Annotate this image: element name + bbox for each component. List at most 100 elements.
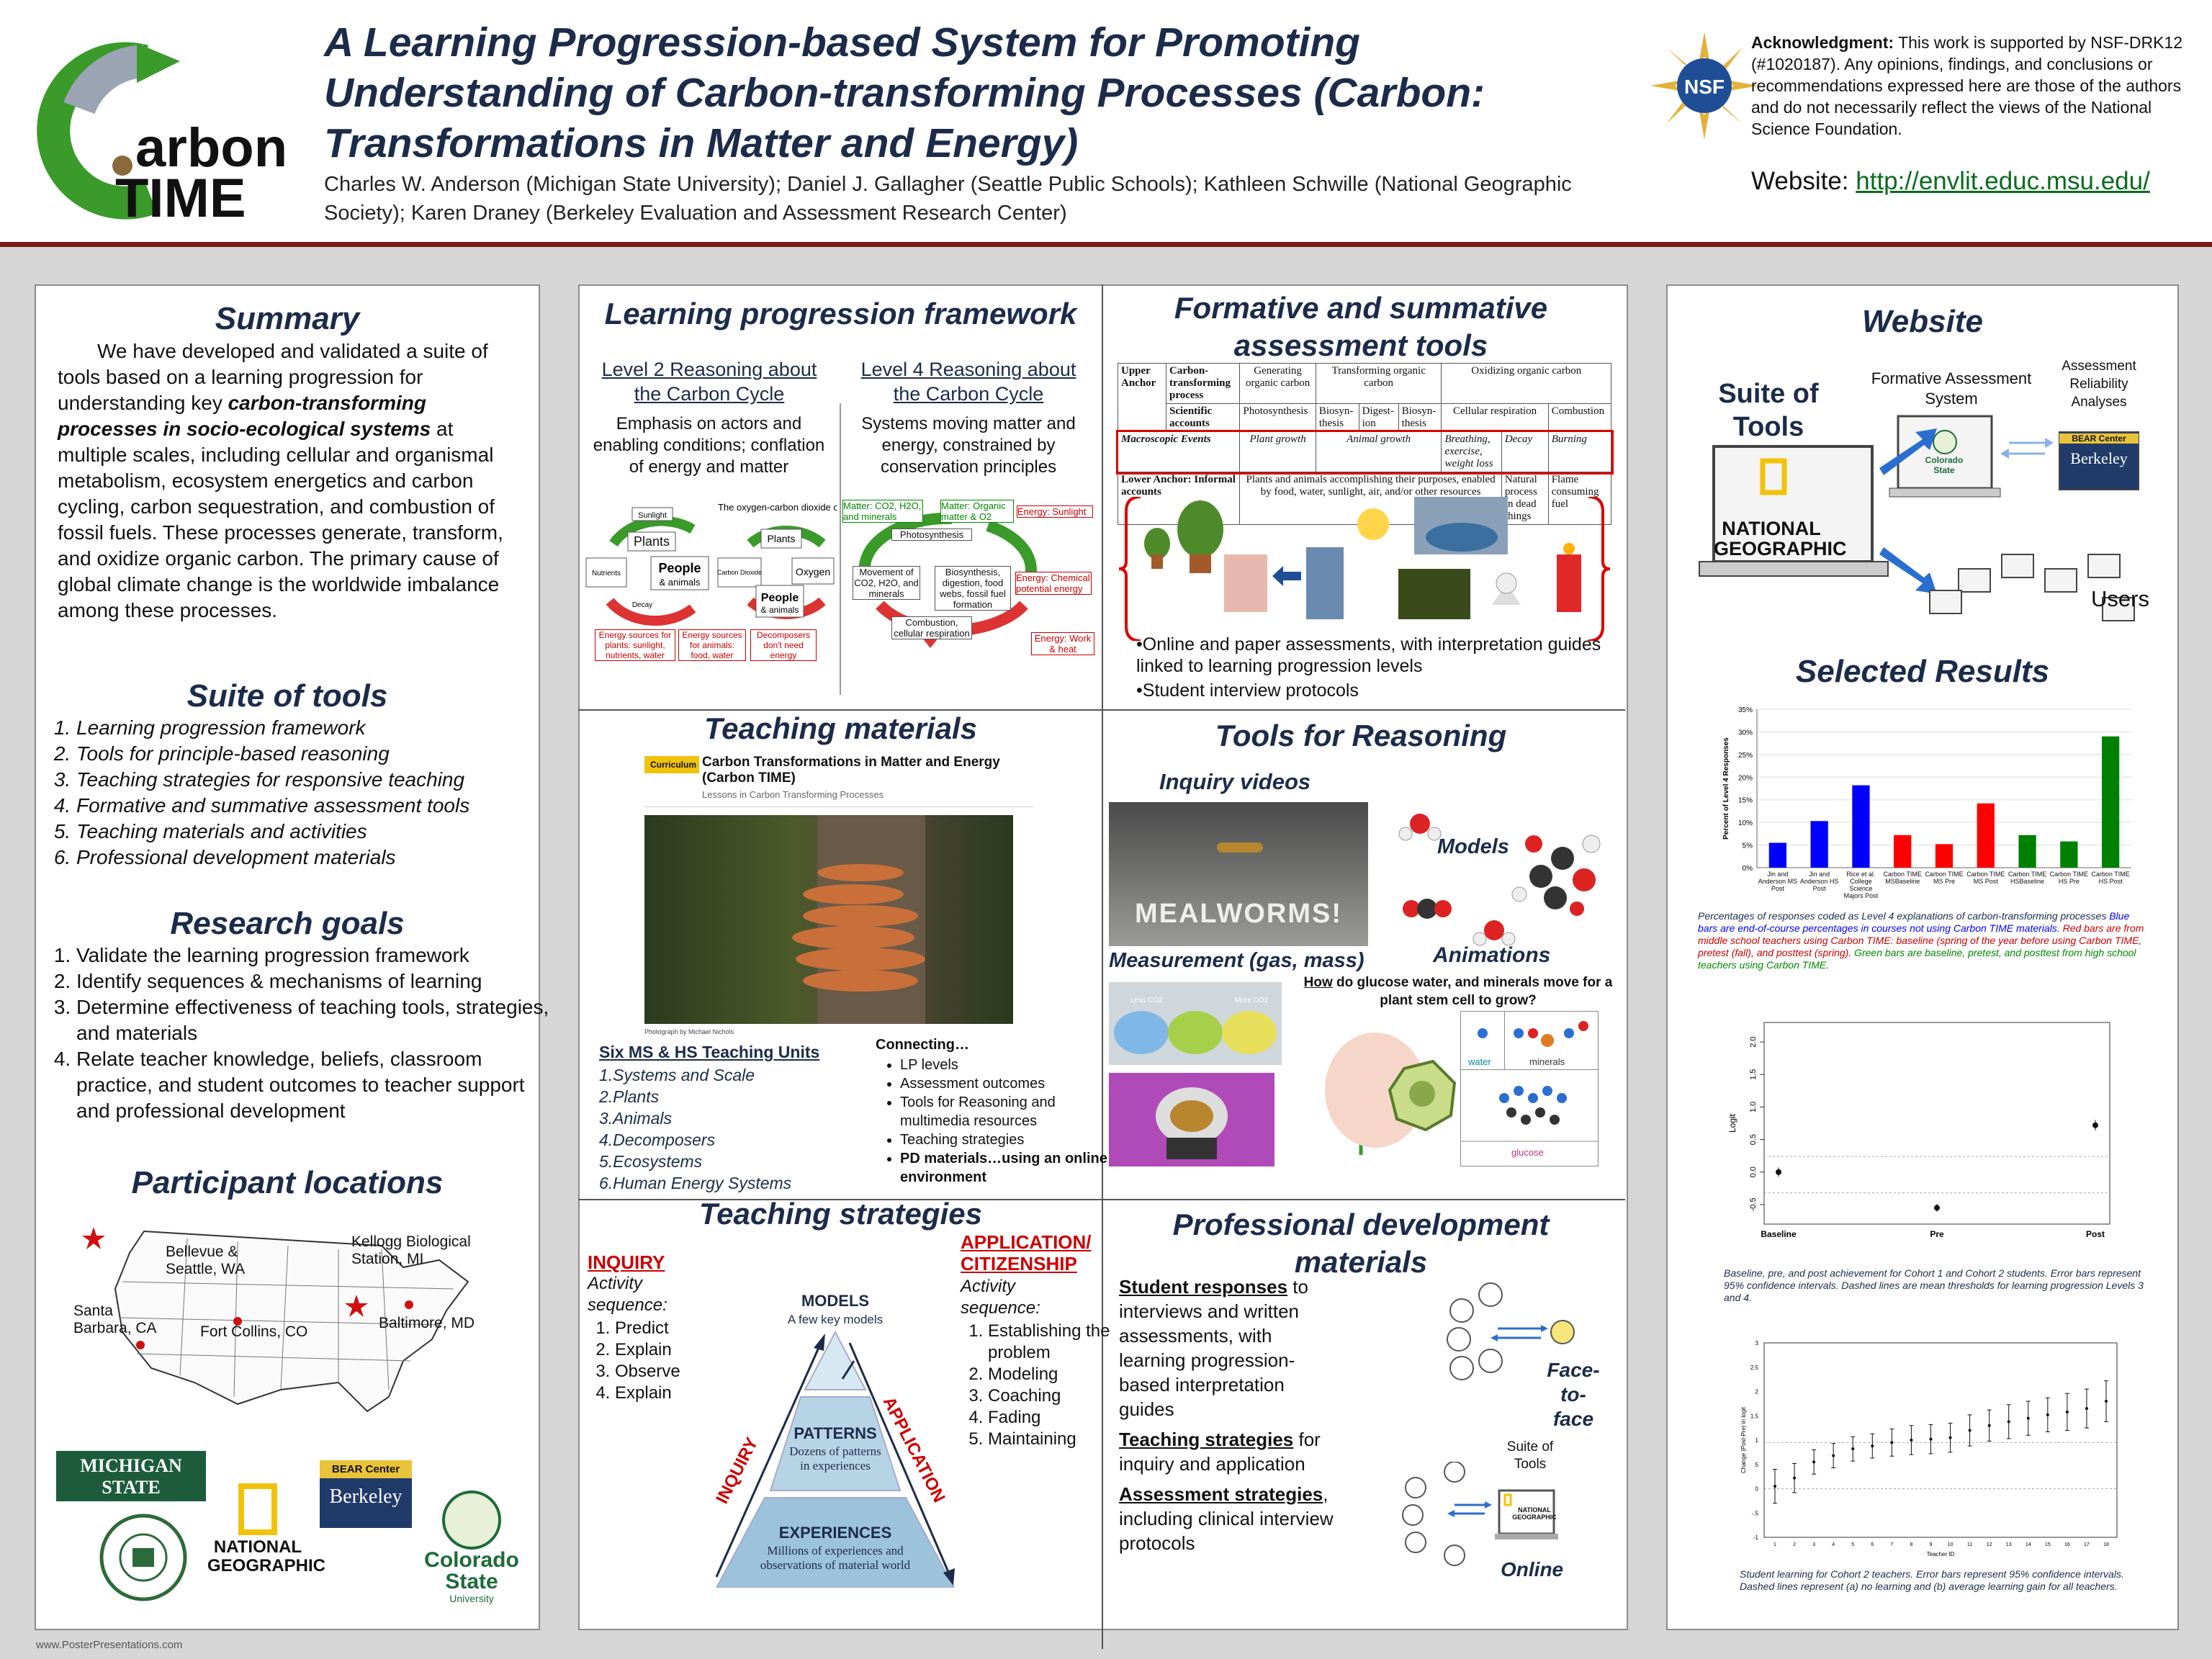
logo-text-carbon: arbon bbox=[135, 117, 288, 179]
teacher-point bbox=[1793, 1476, 1797, 1480]
logo-text-time: TIME bbox=[115, 168, 246, 229]
bar-category-label-box: Carbon TIME MSBaseline bbox=[1884, 871, 1922, 885]
pd-natgeo-line-2: GEOGRAPHIC bbox=[1512, 1514, 1557, 1521]
minerals-panel bbox=[1504, 1012, 1598, 1070]
teacher-point bbox=[2026, 1416, 2030, 1420]
bar bbox=[1977, 803, 1995, 868]
csu-logo: Colorado State University bbox=[418, 1491, 526, 1604]
pyramid-models-title: MODELS bbox=[801, 1292, 869, 1310]
knowledge-pyramid: MODELS A few key models PATTERNS Dozens … bbox=[684, 1282, 986, 1588]
bar-category-label-box: Carbon TIME HS Post bbox=[2091, 871, 2129, 885]
molecule-panel: water minerals glucose bbox=[1460, 1011, 1599, 1166]
teacher-point bbox=[1929, 1437, 1933, 1441]
bar-y-tick: 15% bbox=[1738, 797, 1753, 805]
teacher-point bbox=[1948, 1436, 1952, 1439]
teacher-x-tick: 5 bbox=[1851, 1542, 1854, 1547]
mealworm-video-thumb[interactable]: MEALWORMS! bbox=[1109, 802, 1368, 946]
logit-x-tick: Baseline bbox=[1761, 1229, 1797, 1239]
bar bbox=[1894, 835, 1912, 868]
d2-node: Decay bbox=[632, 601, 652, 609]
csu-line-3: University bbox=[449, 1593, 494, 1604]
us-map-graphic bbox=[82, 1227, 469, 1413]
bar-chart-svg: 0%5%10%15%20%25%30%35%Percent of Level 4… bbox=[1722, 706, 2131, 899]
bar-category-label-box: Carbon TIME MS Post bbox=[1966, 871, 2005, 885]
d2b-node: Oxygen bbox=[796, 566, 830, 577]
d2b-title: The oxygen-carbon dioxide cycle bbox=[718, 502, 837, 513]
units-list: 1.Systems and Scale 2.Plants 3.Animals 4… bbox=[599, 1064, 791, 1194]
bar-y-tick: 30% bbox=[1738, 729, 1753, 737]
msu-logo-line-1: MICHIGAN STATE bbox=[80, 1455, 182, 1498]
d4-box-matter-out: Matter: Organic matter & O2 bbox=[940, 500, 1014, 523]
unit-item: 3.Animals bbox=[599, 1109, 672, 1128]
teacher-x-tick: 14 bbox=[2026, 1542, 2031, 1547]
molecule-panel-graphic bbox=[1461, 1021, 1598, 1142]
bar bbox=[1768, 842, 1787, 868]
d2-box-1: Energy sources for plants: sunlight, nut… bbox=[595, 629, 675, 661]
teacher-point bbox=[1773, 1485, 1776, 1488]
star-icon bbox=[82, 1227, 105, 1249]
teacher-point bbox=[1968, 1429, 1972, 1432]
teacher-y-tick: .5 bbox=[1753, 1462, 1758, 1468]
plant-cell-animation[interactable] bbox=[1318, 1011, 1462, 1162]
header-divider bbox=[0, 242, 2212, 247]
unit-item: 4.Decomposers bbox=[599, 1130, 716, 1149]
d2-node: People bbox=[658, 561, 701, 575]
curriculum-subtitle: Lessons in Carbon Transforming Processes bbox=[702, 789, 884, 800]
loc-fort-collins: Fort Collins, CO bbox=[200, 1323, 308, 1340]
row-divider-1 bbox=[578, 709, 1625, 711]
pyramid-models-sub: A few key models bbox=[788, 1313, 883, 1326]
teacher-x-tick: 6 bbox=[1871, 1542, 1874, 1547]
teacher-point bbox=[1851, 1447, 1855, 1451]
website-link[interactable]: http://envlit.educ.msu.edu/ bbox=[1856, 167, 2150, 195]
prof-dev-list: Student responses to interviews and writ… bbox=[1119, 1274, 1342, 1555]
suite-item: Teaching materials and activities bbox=[76, 819, 552, 845]
teacher-point bbox=[1812, 1460, 1816, 1464]
website-bear-line-1: BEAR Center bbox=[2059, 433, 2139, 444]
teacher-point bbox=[1832, 1454, 1835, 1457]
inquiry-step: Explain bbox=[615, 1382, 680, 1404]
teacher-y-tick: -1 bbox=[1753, 1534, 1759, 1541]
teaching-materials-heading: Teaching materials bbox=[704, 711, 977, 745]
suite-item: Teaching strategies for responsive teach… bbox=[76, 767, 552, 793]
d2-node: Plants bbox=[634, 534, 670, 549]
csu-line-2: State bbox=[445, 1570, 498, 1593]
unit-item: 2.Plants bbox=[599, 1087, 660, 1106]
lp-heading: Learning progression framework bbox=[604, 297, 1077, 331]
website-bear-text: BEAR Center Berkeley bbox=[2059, 433, 2139, 468]
application-subtitle: Activity sequence: bbox=[961, 1277, 1040, 1318]
poster-title: A Learning Progression-based System for … bbox=[324, 19, 1485, 166]
loc-baltimore: Baltimore, MD bbox=[379, 1315, 475, 1331]
table-macro-cell: Breathing, exercise, weight loss bbox=[1441, 431, 1502, 472]
dish-label: More CO2 bbox=[1235, 997, 1269, 1004]
teacher-y-tick: 1 bbox=[1755, 1437, 1759, 1444]
website-natgeo-line-2: GEOGRAPHIC bbox=[1714, 538, 1847, 559]
bar bbox=[2060, 841, 2078, 868]
teacher-x-tick: 12 bbox=[1987, 1542, 1992, 1547]
connecting-heading: Connecting… bbox=[876, 1037, 969, 1053]
teacher-x-tick: 17 bbox=[2084, 1542, 2090, 1547]
location-dot bbox=[405, 1300, 413, 1309]
website-bear-line-2: Berkeley bbox=[2070, 449, 2128, 467]
d2-node: & animals bbox=[659, 577, 701, 588]
prof-dev-link[interactable]: Student responses bbox=[1119, 1276, 1288, 1298]
teacher-y-label: Change (Post-Pre) in logit bbox=[1740, 1406, 1747, 1473]
logit-y-tick: 0.5 bbox=[1749, 1134, 1758, 1145]
teacher-x-tick: 10 bbox=[1948, 1542, 1954, 1547]
logit-point bbox=[1776, 1169, 1781, 1175]
prof-dev-link[interactable]: Teaching strategies bbox=[1119, 1429, 1294, 1450]
d4-box-movement: Movement of CO2, H2O, and minerals bbox=[853, 566, 920, 600]
tools-reasoning-heading: Tools for Reasoning bbox=[1215, 719, 1507, 752]
prof-dev-link[interactable]: Assessment strategies bbox=[1119, 1483, 1323, 1505]
molecule-models bbox=[1390, 801, 1613, 952]
d2b-node: Carbon Dioxide bbox=[717, 569, 762, 576]
bar-category-label: Carbon TIME HSBaseline bbox=[2008, 871, 2047, 885]
d2b-node: Plants bbox=[768, 533, 796, 544]
bar-category-label-box: Rice et al. College Science Majors Post bbox=[1844, 871, 1879, 899]
teacher-point bbox=[1910, 1439, 1913, 1442]
poster-header bbox=[0, 0, 2212, 242]
scale-photo bbox=[1109, 1073, 1274, 1166]
csu-logo-icon bbox=[442, 1491, 501, 1550]
assessment-bullet-text: Student interview protocols bbox=[1142, 680, 1359, 701]
teacher-point bbox=[2046, 1413, 2049, 1416]
